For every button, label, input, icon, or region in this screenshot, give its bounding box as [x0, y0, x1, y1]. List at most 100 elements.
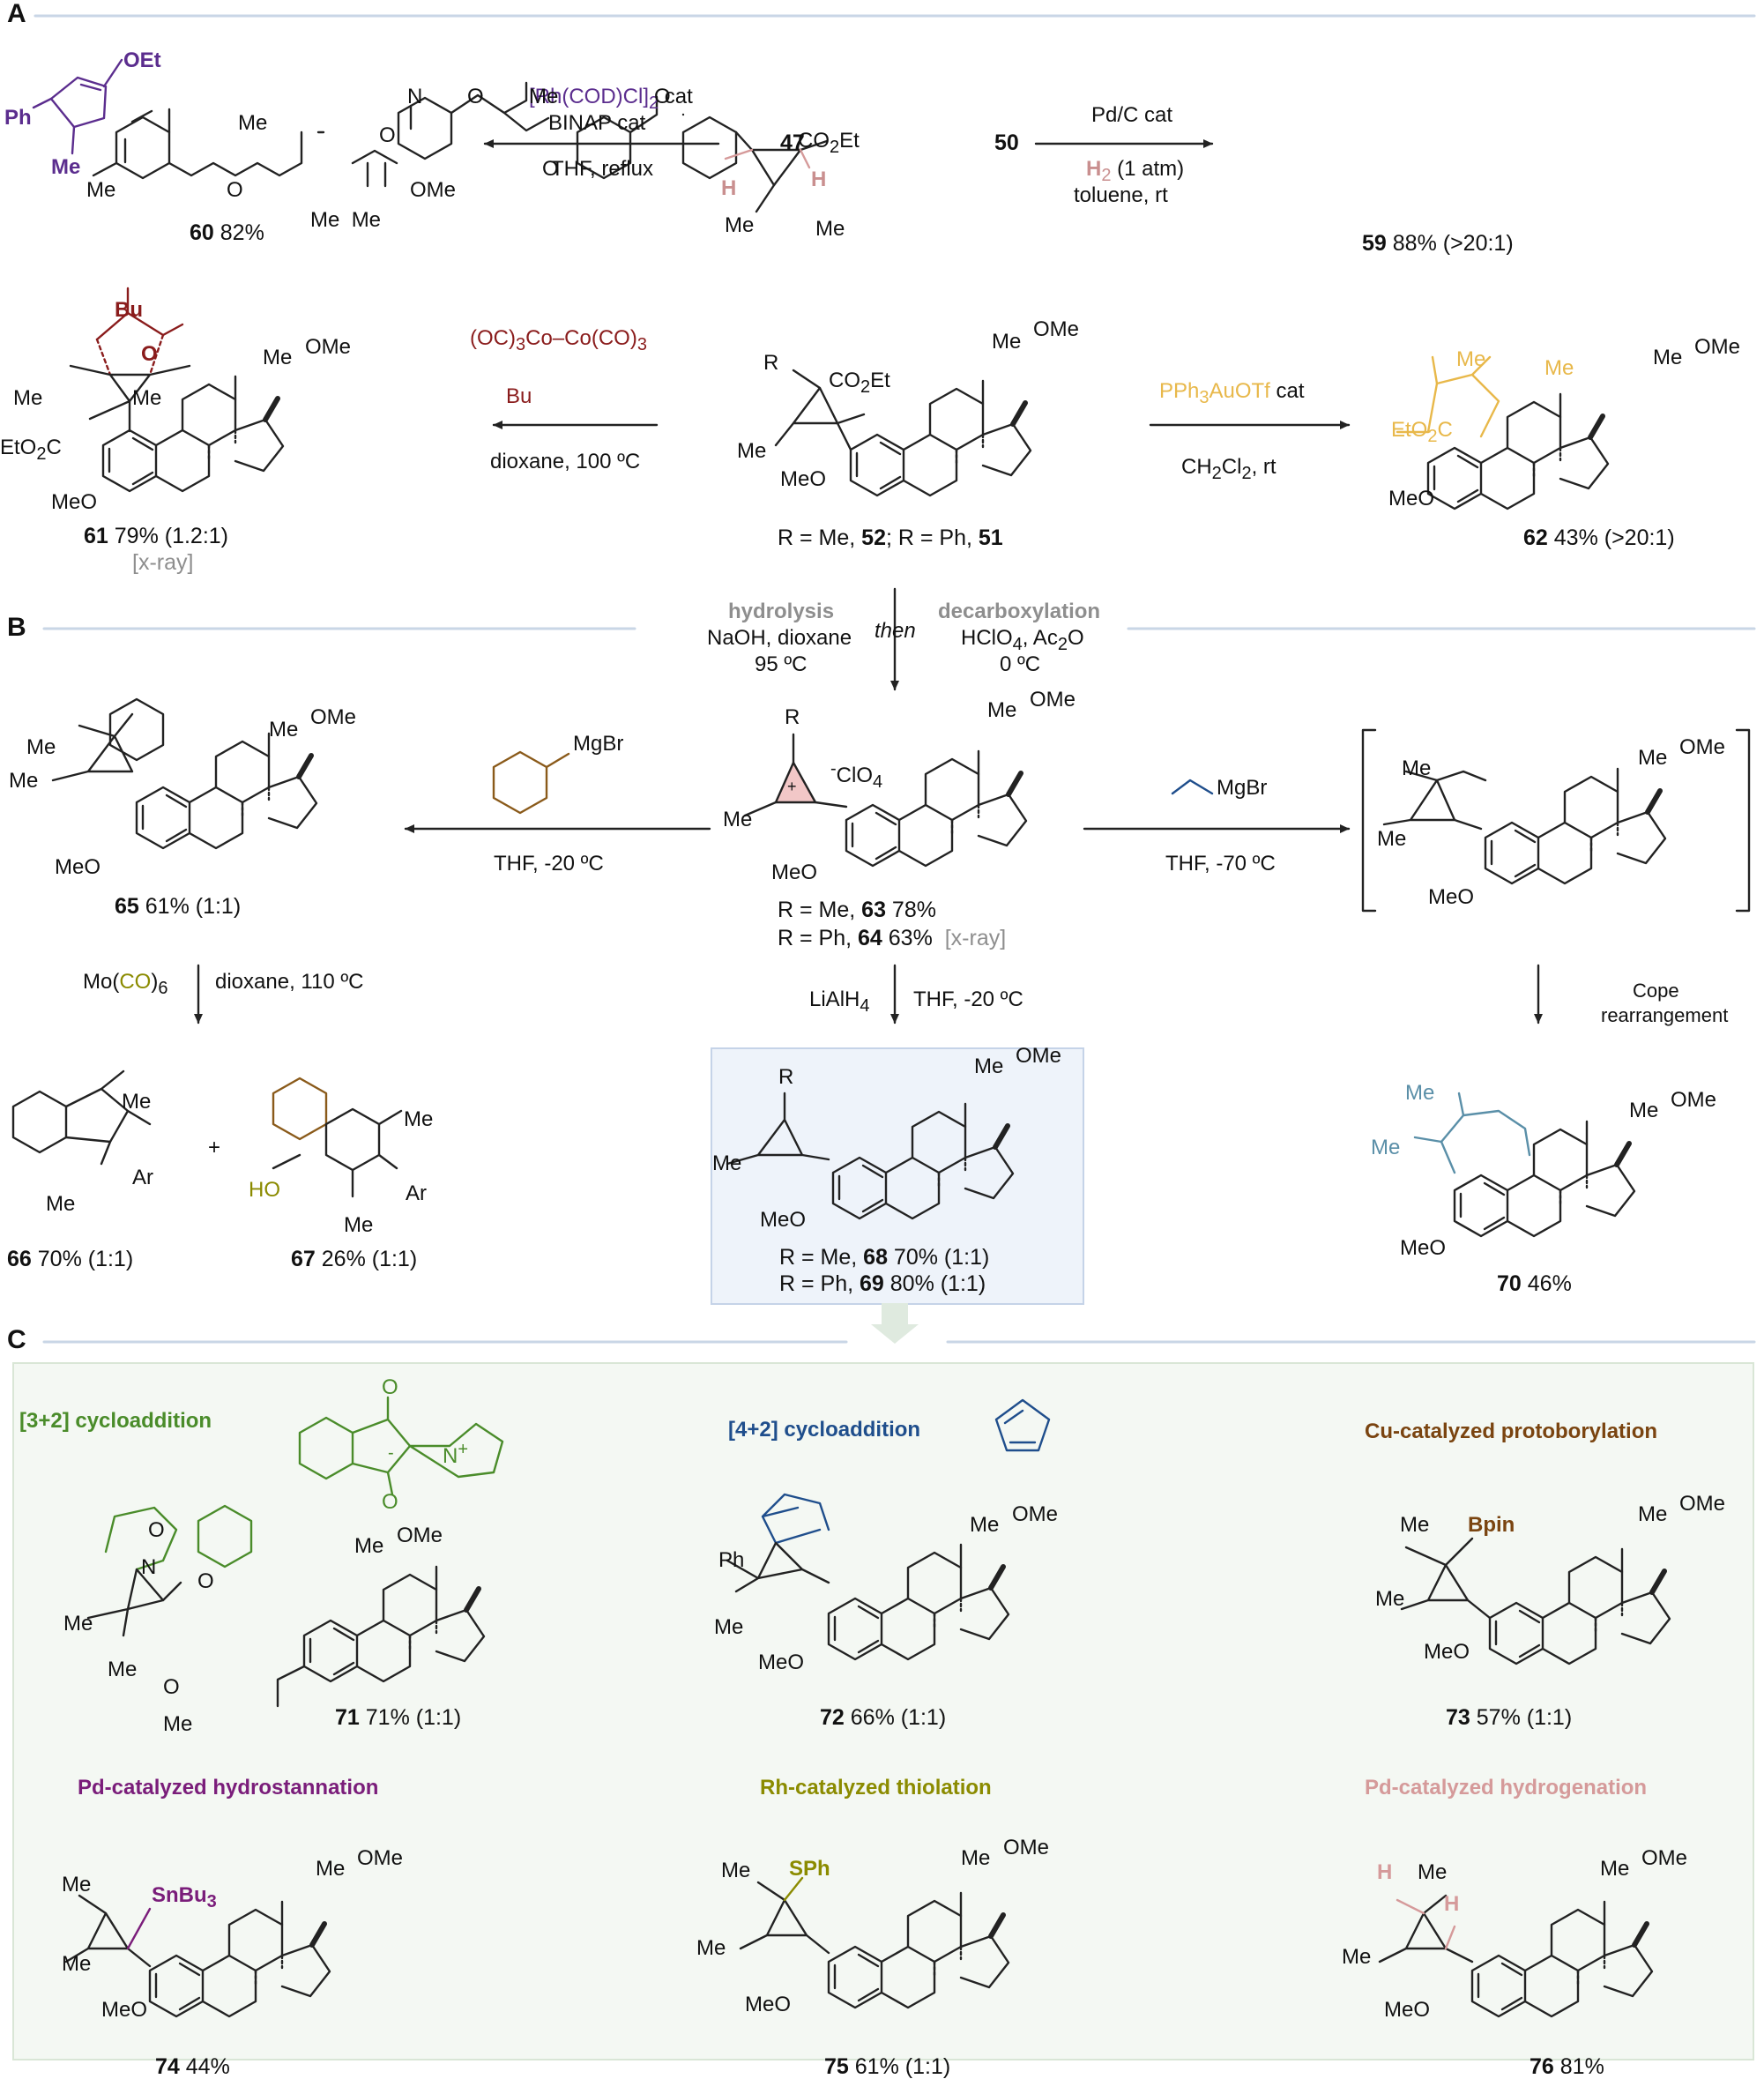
o-label-59c: O: [654, 85, 671, 108]
eto2c-label-62: EtO2C: [1391, 418, 1453, 446]
dioxane-110-condition: dioxane, 110 ºC: [215, 970, 364, 994]
product-71-caption: 71 71% (1:1): [335, 1705, 462, 1730]
product-59-caption: 59 88% (>20:1): [1362, 231, 1514, 256]
me-label-74a: Me: [62, 1873, 92, 1896]
ho-label-67: HO: [249, 1178, 280, 1202]
label-pd-hydrogenation: Pd-catalyzed hydrogenation: [1365, 1776, 1648, 1800]
product-76-caption: 76 81%: [1530, 2054, 1604, 2079]
h-label-59a: H: [721, 176, 737, 200]
dioxane-100-condition: dioxane, 100 ºC: [490, 450, 641, 473]
me-label-int-a: Me: [1402, 756, 1432, 780]
ome-label-75: OMe: [1003, 1836, 1050, 1859]
me-label-60-furan: Me: [51, 155, 81, 179]
me-label-60-aryl2: Me: [86, 178, 116, 202]
hclo4-condition: HClO4, Ac2O: [961, 626, 1084, 654]
o-label-60: O: [227, 178, 243, 202]
meo-label-73: MeO: [1424, 1640, 1470, 1664]
dcm-condition: CH2Cl2, rt: [1181, 455, 1276, 483]
product-70-caption: 70 46%: [1497, 1271, 1572, 1296]
me-label-67b: Me: [344, 1213, 374, 1237]
compound-50: 50: [994, 130, 1019, 155]
snbu3-label-74: SnBu3: [152, 1883, 217, 1911]
ar-label-66: Ar: [132, 1166, 153, 1189]
meo-label-62: MeO: [1388, 487, 1435, 510]
product-74-caption: 74 44%: [155, 2054, 230, 2079]
r-label-cation: R: [785, 705, 800, 729]
meo-label-68: MeO: [760, 1208, 807, 1232]
r-label-68: R: [778, 1065, 794, 1089]
n-plus-label-ylide: N+: [443, 1440, 469, 1468]
r-label-sm: R: [763, 351, 779, 375]
co2et-label-59: CO2Et: [798, 129, 860, 157]
product-68-caption: R = Me, 68 70% (1:1): [779, 1245, 990, 1270]
meo-label-75: MeO: [745, 1993, 792, 2016]
cobalt-reagent: (OC)3Co–Co(CO)3: [470, 326, 647, 354]
me-label-72: Me: [714, 1615, 744, 1639]
o-label-71c: O: [163, 1675, 180, 1699]
me-label-sm: Me: [737, 439, 767, 463]
me-label-73a: Me: [1400, 1513, 1430, 1537]
meo-label-65: MeO: [55, 855, 101, 879]
thf-minus20-condition-2: THF, -20 ºC: [913, 987, 1023, 1011]
product-65-caption: 65 61% (1:1): [115, 894, 242, 919]
me-label-66b: Me: [46, 1192, 76, 1216]
me-label-sm-steroid: Me: [992, 330, 1022, 354]
meo-label-74: MeO: [101, 1998, 148, 2022]
me-label-62-steroid: Me: [1653, 346, 1683, 369]
me-label-66a: Me: [122, 1090, 152, 1114]
ome-label-int: OMe: [1679, 735, 1726, 759]
me-label-71a: Me: [63, 1612, 93, 1636]
ph-label-72: Ph: [718, 1548, 745, 1572]
me-label-59b: Me: [725, 213, 755, 237]
ome-label-72: OMe: [1012, 1502, 1059, 1526]
cation-plus-sign: +: [787, 778, 797, 795]
product-60-caption: 60 82%: [190, 220, 264, 245]
thf-reflux-condition: THF, reflux: [551, 157, 654, 181]
meo-label-76: MeO: [1384, 1998, 1431, 2022]
then-label: then: [875, 619, 916, 643]
product-66-caption: 66 70% (1:1): [7, 1247, 134, 1271]
meo-label-sm: MeO: [780, 467, 827, 491]
plus-sign-66-67: +: [208, 1136, 221, 1159]
ome-label-60: OMe: [410, 178, 457, 202]
o-label-ylide-a: O: [382, 1375, 398, 1399]
me-label-67a: Me: [404, 1107, 434, 1131]
me-label-75-steroid: Me: [961, 1846, 991, 1870]
me-label-int-b: Me: [1377, 827, 1407, 851]
rh-catalyst: [Rh(COD)Cl]2 cat: [529, 85, 693, 113]
me-label-60-aryl: Me: [238, 111, 268, 135]
me-label-68-steroid: Me: [974, 1054, 1004, 1078]
ar-label-67: Ar: [406, 1181, 427, 1205]
n-label-71: N: [141, 1555, 157, 1579]
me-label-75a: Me: [721, 1859, 751, 1882]
me-label-61a: Me: [13, 386, 43, 410]
me-label-65-steroid: Me: [269, 718, 299, 741]
highlight-box-68-69: [711, 1047, 1084, 1305]
o-label-71a: O: [148, 1518, 165, 1542]
label-cu-protoborylation: Cu-catalyzed protoborylation: [1365, 1420, 1658, 1443]
me-label-61b: Me: [132, 386, 162, 410]
ome-label-73: OMe: [1679, 1492, 1726, 1516]
sph-label-75: SPh: [789, 1857, 830, 1881]
phmgbr-label: MgBr: [573, 732, 624, 756]
me-label-70a: Me: [1405, 1081, 1435, 1105]
toluene-condition: toluene, rt: [1074, 183, 1168, 207]
ome-label-74: OMe: [357, 1846, 404, 1870]
gold-catalyst: PPh3AuOTf cat: [1159, 379, 1305, 407]
product-61-caption: 61 79% (1.2:1): [84, 524, 228, 548]
me-label-73b: Me: [1375, 1587, 1405, 1611]
vinylmgbr-label: MgBr: [1217, 776, 1268, 800]
me-label-62a: Me: [1456, 347, 1486, 371]
me-label-int-steroid: Me: [1638, 746, 1668, 770]
thf-minus70-condition: THF, -70 ºC: [1165, 852, 1276, 876]
naoh-condition: NaOH, dioxane: [707, 626, 852, 650]
product-75-caption: 75 61% (1:1): [824, 2054, 951, 2079]
bu-label-reagent: Bu: [506, 384, 532, 408]
oet-label: OEt: [123, 48, 161, 72]
me-label-cation: Me: [723, 808, 753, 831]
h-label-59b: H: [811, 168, 827, 191]
product-63-caption: R = Me, 63 78%: [778, 898, 936, 922]
me-label-59: Me: [529, 85, 559, 108]
decarboxylation-label: decarboxylation: [938, 600, 1101, 623]
